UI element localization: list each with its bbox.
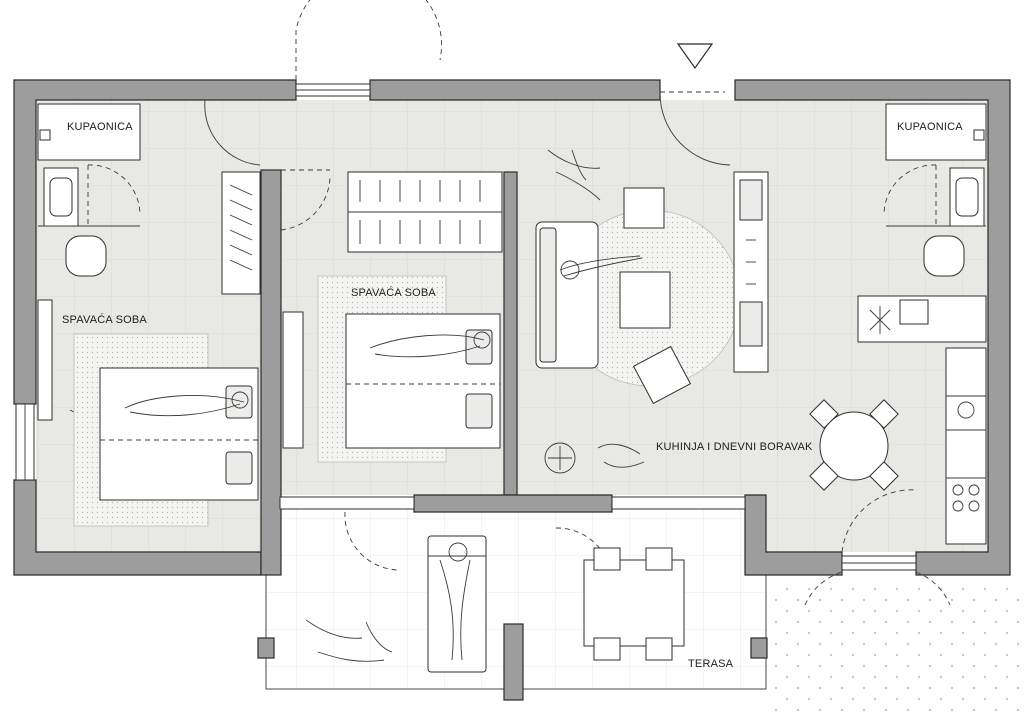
bedroom-left-furniture [37, 171, 261, 527]
label-bathroom-left: KUPAONICA [67, 121, 133, 133]
label-bedroom-middle: SPAVAĆA SOBA [351, 286, 436, 299]
bathroom-right [885, 103, 987, 277]
kitchen-furniture [809, 295, 987, 545]
walls [13, 79, 1011, 701]
entrance-marker-icon [676, 43, 714, 70]
garden-area [766, 586, 1024, 714]
terrace-furniture [305, 535, 685, 673]
label-bedroom-left: SPAVAĆA SOBA [62, 313, 147, 326]
label-bathroom-right: KUPAONICA [897, 121, 963, 133]
bedroom-middle-furniture [282, 171, 503, 463]
label-kitchen-living: KUHINJA I DNEVNI BORAVAK [656, 441, 813, 453]
windows [15, 83, 917, 571]
label-terrace: TERASA [688, 658, 734, 670]
bathroom-left [37, 103, 141, 277]
living-room-furniture [535, 149, 769, 474]
